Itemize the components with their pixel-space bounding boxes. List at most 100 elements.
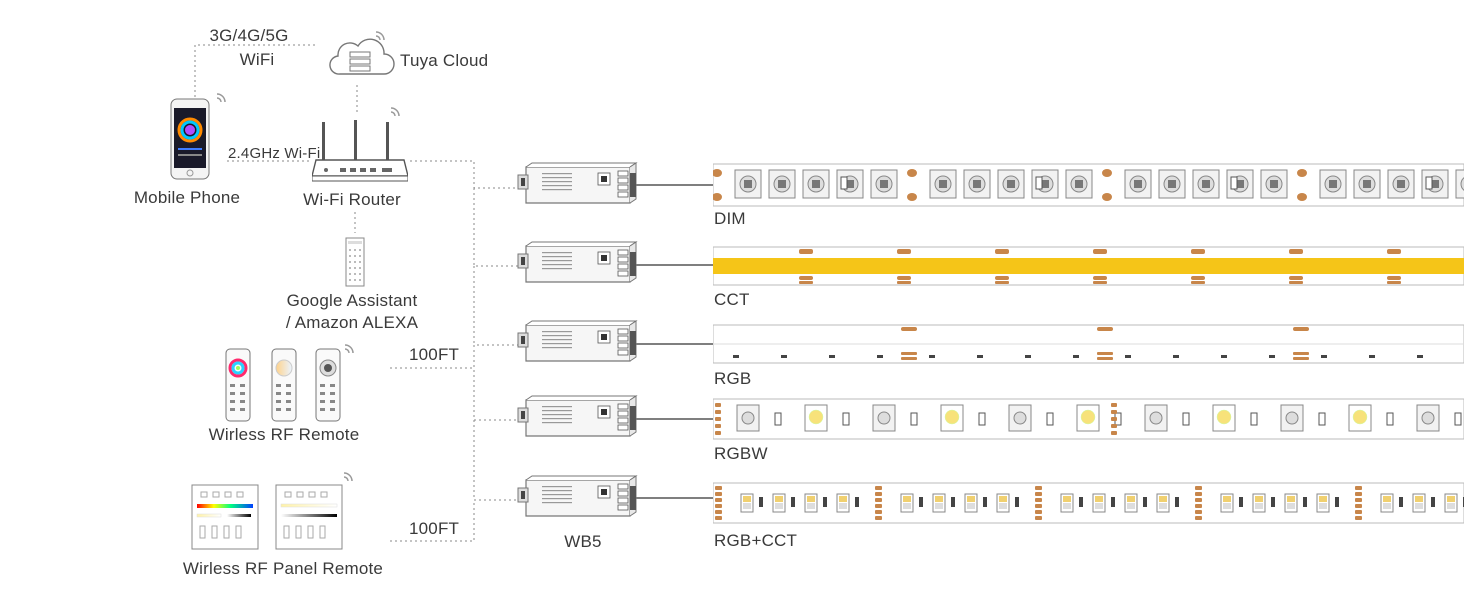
solder-pad: [1297, 169, 1307, 201]
smd-component: [1221, 355, 1227, 358]
led-chip: [1124, 493, 1138, 513]
distance-label-2: 100FT: [409, 519, 460, 538]
strip-label-cct: CCT: [714, 290, 750, 309]
distance-label-1: 100FT: [409, 345, 460, 364]
solder-pad: [1289, 249, 1303, 284]
smd-component: [929, 355, 935, 358]
resistor: [983, 497, 987, 507]
resistor: [1399, 497, 1403, 507]
led-chip: [1060, 493, 1074, 513]
resistor: [910, 412, 918, 426]
solder-pad: [715, 403, 721, 435]
led-chip: [736, 404, 760, 432]
resistor: [1175, 497, 1179, 507]
strip-label-rgbw: RGBW: [714, 444, 768, 463]
solder-pad: [1195, 486, 1202, 520]
led-chip: [940, 404, 964, 432]
speaker-icon: [345, 237, 365, 287]
wb5-controller-icon: [517, 320, 638, 362]
solder-pad: [995, 249, 1009, 284]
resistor: [840, 176, 848, 190]
remote-cct: [271, 348, 297, 422]
resistor: [1431, 497, 1435, 507]
led-chip: [836, 493, 850, 513]
led-chip: [1124, 169, 1152, 199]
rf-remotes-icon: [225, 348, 341, 422]
phone-icon: [170, 98, 210, 180]
smd-component: [1125, 355, 1131, 358]
smd-component: [1173, 355, 1179, 358]
led-chip: [1212, 404, 1236, 432]
resistor: [1111, 497, 1115, 507]
led-chip: [740, 493, 754, 513]
led-chip: [1316, 493, 1330, 513]
led-chip: [1260, 169, 1288, 199]
assistant-label-line2: / Amazon ALEXA: [285, 313, 419, 332]
strip-dim: [713, 163, 1464, 207]
wb5-controller-icon: [517, 395, 638, 437]
led-chip: [900, 493, 914, 513]
router-link-label: 2.4GHz Wi-Fi: [228, 145, 321, 162]
solder-pad: [1355, 486, 1362, 520]
led-chip: [804, 493, 818, 513]
led-chip: [1412, 493, 1426, 513]
solder-pad: [1191, 249, 1205, 284]
strip-rgb: [713, 324, 1464, 364]
led-chip: [1144, 404, 1168, 432]
led-chip: [1416, 404, 1440, 432]
led-chip: [1008, 404, 1032, 432]
resistor: [1239, 497, 1243, 507]
led-chip: [1319, 169, 1347, 199]
resistor: [823, 497, 827, 507]
led-chip: [964, 493, 978, 513]
resistor: [1182, 412, 1190, 426]
led-chip: [870, 169, 898, 199]
resistor: [1318, 412, 1326, 426]
resistor: [1035, 176, 1043, 190]
signal-icon: [344, 344, 354, 354]
resistor: [842, 412, 850, 426]
connection-label: 3G/4G/5G: [209, 26, 289, 45]
led-chip: [804, 404, 828, 432]
resistor: [1425, 176, 1433, 190]
resistor: [1015, 497, 1019, 507]
led-chip: [932, 493, 946, 513]
solder-pad: [1293, 327, 1309, 360]
led-chip: [1284, 493, 1298, 513]
remote-dim: [315, 348, 341, 422]
solder-pad: [1093, 249, 1107, 284]
rf-panel-icon: [191, 484, 343, 550]
strip-rgbw: [713, 398, 1464, 440]
panel-cct: [275, 484, 343, 550]
led-chip: [1192, 169, 1220, 199]
resistor: [1143, 497, 1147, 507]
resistor: [1250, 412, 1258, 426]
led-chip: [802, 169, 830, 199]
signal-icon: [375, 31, 385, 41]
assistant-label-line1: Google Assistant: [286, 291, 418, 310]
resistor: [1230, 176, 1238, 190]
resistor: [919, 497, 923, 507]
solder-pad: [875, 486, 882, 520]
led-chip: [1158, 169, 1186, 199]
cloud-label: Tuya Cloud: [400, 51, 489, 70]
phone-label: Mobile Phone: [133, 188, 241, 207]
wb5-controller-icon: [517, 241, 638, 283]
smd-component: [877, 355, 883, 358]
wb5-controller-icon: [517, 162, 638, 204]
smd-component: [1321, 355, 1327, 358]
smd-component: [977, 355, 983, 358]
cloud-icon: [329, 38, 395, 75]
led-chip: [1444, 493, 1458, 513]
cob-band: [713, 258, 1464, 274]
solder-pad: [1097, 327, 1113, 360]
router-label: Wi-Fi Router: [303, 190, 401, 209]
smd-component: [829, 355, 835, 358]
led-chip: [872, 404, 896, 432]
solder-pad: [1035, 486, 1042, 520]
solder-pad: [901, 327, 917, 360]
led-chip: [1156, 493, 1170, 513]
led-chip: [963, 169, 991, 199]
solder-pad: [799, 249, 813, 284]
